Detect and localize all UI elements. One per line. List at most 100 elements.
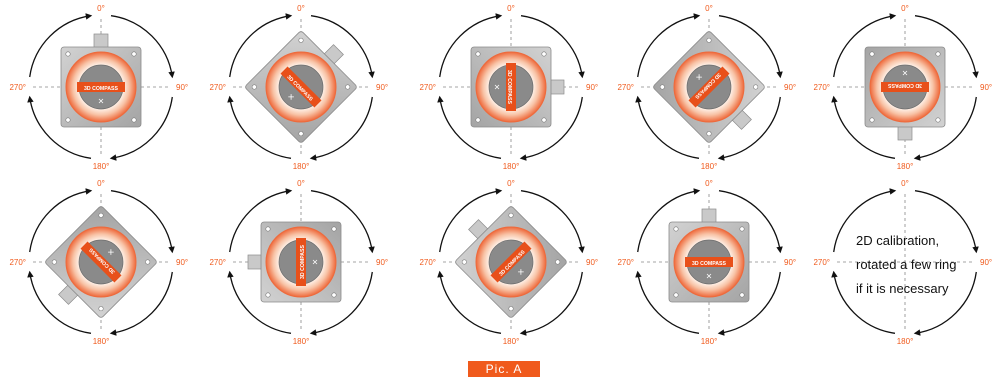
- rotation-arrow: [309, 96, 373, 161]
- angle-label-270: 270°: [209, 258, 226, 267]
- mounting-hole: [51, 259, 57, 265]
- rotation-arrow: [109, 96, 173, 161]
- mounting-hole: [65, 51, 71, 57]
- mounting-hole: [98, 306, 104, 312]
- rotation-arrow: [439, 188, 503, 253]
- rotation-arrow: [27, 95, 92, 159]
- rotation-arrow: [519, 96, 583, 161]
- center-marker: [312, 259, 318, 265]
- rotation-arrow: [227, 95, 292, 159]
- rotation-arrow: [637, 188, 701, 253]
- angle-label-270: 270°: [9, 258, 26, 267]
- angle-label-0: 0°: [507, 4, 515, 13]
- connector-nub: [897, 125, 913, 141]
- center-marker: [696, 74, 702, 80]
- rotation-arrow: [831, 270, 896, 334]
- mounting-hole: [555, 259, 561, 265]
- rotation-arrow: [833, 13, 897, 78]
- mounting-hole: [739, 292, 745, 298]
- angle-label-0: 0°: [901, 4, 909, 13]
- compass-panel: 0°90°180°270°3D COMPASS: [617, 4, 796, 171]
- angle-label-90: 90°: [980, 258, 992, 267]
- angle-label-0: 0°: [97, 179, 105, 188]
- angle-label-270: 270°: [813, 83, 830, 92]
- rotation-arrow: [229, 188, 293, 253]
- label-band: [296, 238, 306, 286]
- rotation-arrow: [110, 190, 175, 254]
- note-line-2: rotated a few ring: [856, 257, 957, 272]
- angle-label-0: 0°: [705, 179, 713, 188]
- connector-nub: [247, 254, 263, 270]
- compass-device: 3D COMPASS: [653, 31, 765, 143]
- compass-device: 3D COMPASS: [668, 208, 750, 303]
- label-band: [685, 257, 733, 267]
- compass-device: 3D COMPASS: [864, 46, 946, 141]
- angle-label-0: 0°: [901, 179, 909, 188]
- mounting-hole: [65, 117, 71, 123]
- rotation-arrow: [29, 13, 93, 78]
- angle-label-0: 0°: [297, 4, 305, 13]
- label-band: [77, 82, 125, 92]
- rotation-arrow: [310, 15, 375, 79]
- rotation-arrow: [309, 271, 373, 336]
- label-band: [881, 82, 929, 92]
- angle-label-180: 180°: [293, 337, 310, 346]
- mounting-hole: [935, 117, 941, 123]
- mounting-hole: [265, 226, 271, 232]
- angle-label-90: 90°: [586, 258, 598, 267]
- mounting-hole: [541, 117, 547, 123]
- angle-label-180: 180°: [503, 337, 520, 346]
- rotation-arrow: [831, 95, 896, 159]
- label-band: [280, 66, 322, 108]
- note-line-3: if it is necessary: [856, 281, 949, 296]
- angle-label-270: 270°: [419, 258, 436, 267]
- compass-device: 3D COMPASS: [45, 206, 157, 318]
- mounting-hole: [475, 51, 481, 57]
- center-marker: [706, 273, 712, 279]
- mounting-hole: [298, 131, 304, 137]
- mounting-hole: [98, 212, 104, 218]
- compass-panel: 0°90°180°270°3D COMPASS: [209, 179, 388, 346]
- compass-brand-text: 3D COMPASS: [506, 70, 512, 104]
- compass-device: 3D COMPASS: [245, 31, 357, 143]
- angle-label-90: 90°: [784, 258, 796, 267]
- compass-device: 3D COMPASS: [455, 206, 567, 318]
- compass-device: 3D COMPASS: [60, 33, 142, 128]
- angle-label-180: 180°: [503, 162, 520, 171]
- label-band: [688, 66, 730, 108]
- rotation-arrow: [718, 190, 783, 254]
- compass-brand-text: 3D COMPASS: [888, 82, 922, 88]
- center-marker: [902, 70, 908, 76]
- compass-panel: 0°90°180°270°3D COMPASS: [617, 179, 796, 346]
- rotation-arrow: [717, 96, 781, 161]
- rotation-arrow: [519, 271, 583, 336]
- compass-device: 3D COMPASS: [470, 46, 565, 128]
- connector-nub: [549, 79, 565, 95]
- angle-label-90: 90°: [980, 83, 992, 92]
- mounting-hole: [131, 117, 137, 123]
- mounting-hole: [541, 51, 547, 57]
- angle-label-270: 270°: [813, 258, 830, 267]
- mounting-hole: [131, 51, 137, 57]
- compass-brand-text: 3D COMPASS: [84, 86, 118, 92]
- compass-panel: 0°90°180°270°3D COMPASS: [419, 179, 598, 346]
- connector-nub: [93, 33, 109, 49]
- angle-label-90: 90°: [176, 258, 188, 267]
- angle-label-180: 180°: [701, 162, 718, 171]
- rotation-arrow: [637, 13, 701, 78]
- angle-label-180: 180°: [897, 162, 914, 171]
- compass-brand-text: 3D COMPASS: [692, 261, 726, 267]
- mounting-hole: [345, 84, 351, 90]
- mounting-hole: [869, 117, 875, 123]
- mounting-hole: [673, 226, 679, 232]
- mounting-hole: [145, 259, 151, 265]
- rotation-arrow: [635, 270, 700, 334]
- angle-label-0: 0°: [705, 4, 713, 13]
- mounting-hole: [331, 292, 337, 298]
- rotation-arrow: [833, 188, 897, 253]
- rotation-arrow: [227, 270, 292, 334]
- compass-panel: 0°90°180°270°3D COMPASS: [419, 4, 598, 171]
- mounting-hole: [475, 117, 481, 123]
- angle-label-270: 270°: [9, 83, 26, 92]
